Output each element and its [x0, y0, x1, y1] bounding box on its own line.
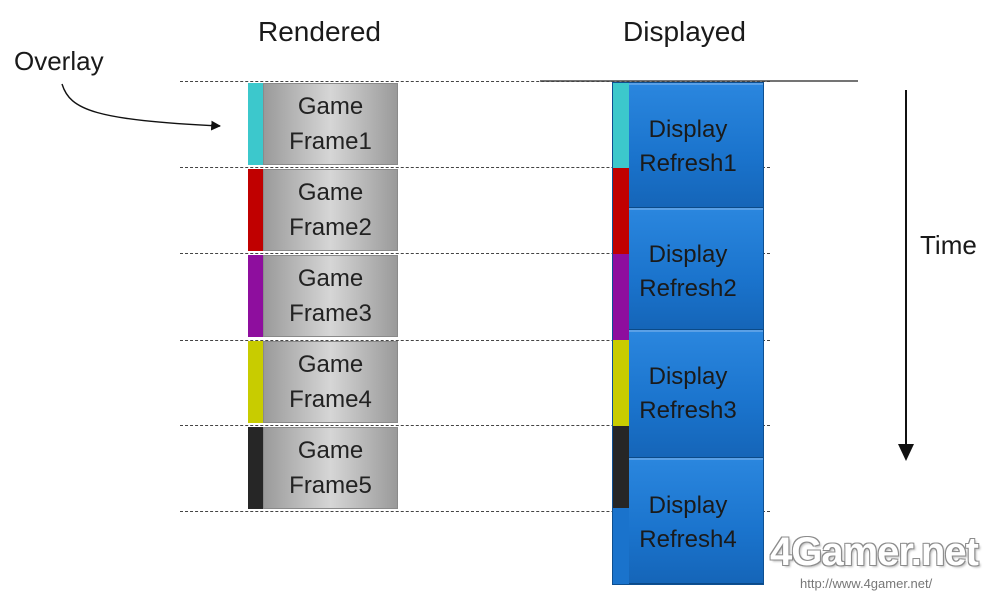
game-frame-box: [263, 169, 398, 251]
display-overlay-strip: [613, 168, 629, 254]
display-refresh-4: [629, 458, 763, 584]
display-refresh-1-label: Display Refresh1: [639, 116, 737, 177]
display-refresh-2-label: Display Refresh2: [639, 241, 737, 302]
display-refresh-3-label: Display Refresh3: [639, 363, 737, 424]
overlay-strip: [248, 169, 263, 251]
display-refresh-4-label: Display Refresh4: [639, 492, 737, 553]
game-frame-4: Game Frame4: [248, 341, 398, 423]
game-frame-box: [263, 83, 398, 165]
overlay-strip: [248, 83, 263, 165]
watermark-logo: 4Gamer.net: [770, 530, 979, 574]
watermark-url: http://www.4gamer.net/: [800, 576, 933, 591]
display-overlay-strip: [613, 426, 629, 508]
game-frame-box: [263, 427, 398, 509]
game-frame-box: [263, 255, 398, 337]
guide-line: [180, 511, 770, 512]
displayed-header: Displayed: [623, 16, 746, 47]
overlay-strip: [248, 255, 263, 337]
game-frame-2: Game Frame2: [248, 169, 398, 251]
display-overlay-strip: [613, 254, 629, 340]
guide-line: [180, 167, 770, 168]
game-frame-label: Game Frame5: [289, 437, 372, 499]
display-refresh-1: [629, 83, 763, 208]
game-frame-1: Game Frame1: [248, 83, 398, 165]
overlay-label: Overlay: [14, 46, 104, 76]
overlay-arrow: [61, 83, 221, 131]
time-arrow-head: [898, 444, 914, 461]
game-frame-label: Game Frame1: [289, 93, 372, 155]
display-overlay-strip: [613, 340, 629, 426]
guide-line: [180, 81, 770, 82]
display-refresh-2: [629, 208, 763, 330]
display-refresh-3: [629, 330, 763, 458]
rendered-header: Rendered: [258, 16, 381, 47]
game-frame-box: [263, 341, 398, 423]
display-overlay-strip: [613, 83, 629, 168]
time-label: Time: [920, 230, 977, 260]
overlay-strip: [248, 341, 263, 423]
game-frame-3: Game Frame3: [248, 255, 398, 337]
guide-line: [180, 425, 770, 426]
guide-line: [180, 253, 770, 254]
overlay-strip: [248, 427, 263, 509]
game-frame-5: Game Frame5: [248, 427, 398, 509]
game-frame-label: Game Frame2: [289, 179, 372, 241]
game-frame-label: Game Frame4: [289, 351, 372, 413]
guide-line: [180, 340, 770, 341]
game-frame-label: Game Frame3: [289, 265, 372, 327]
